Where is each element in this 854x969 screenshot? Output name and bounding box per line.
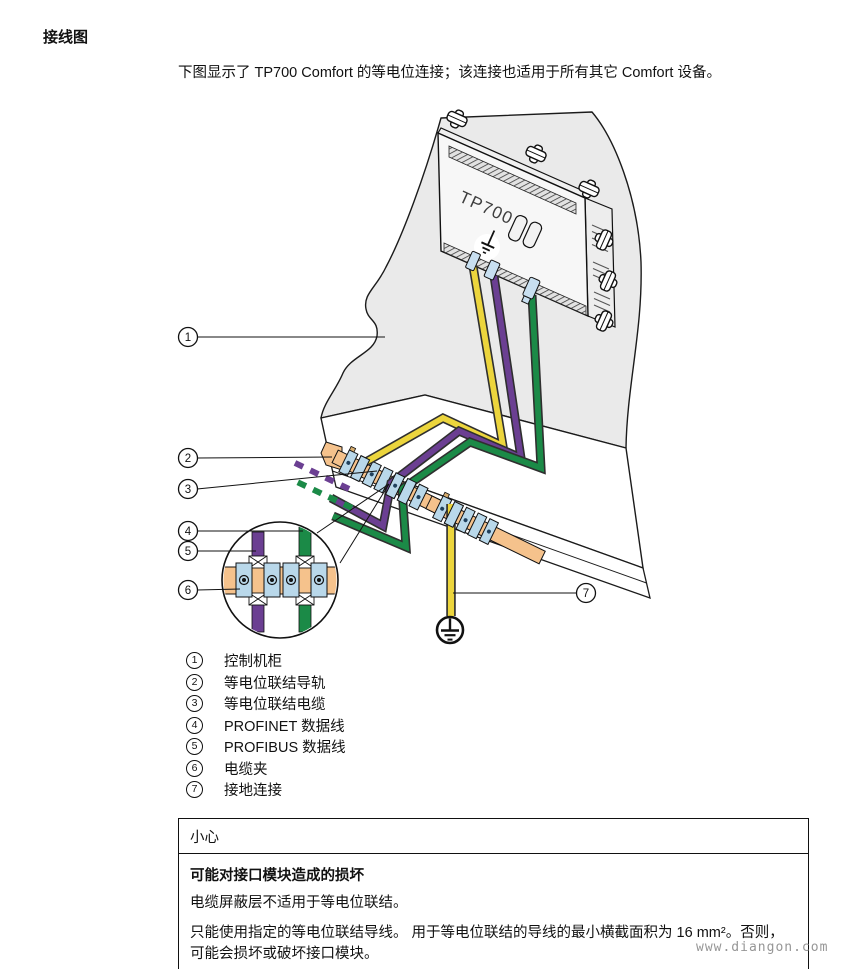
watermark: www.diangon.com	[696, 940, 829, 955]
tp700-device: TP700	[437, 106, 621, 335]
legend-label-4: PROFINET 数据线	[224, 718, 345, 735]
legend-item-4: 4 PROFINET 数据线	[186, 715, 346, 737]
caution-box: 小心 可能对接口模块造成的损坏 电缆屏蔽层不适用于等电位联结。 只能使用指定的等…	[178, 818, 809, 969]
svg-text:1: 1	[185, 332, 191, 344]
page-title: 接线图	[43, 29, 89, 46]
callout-3: 3	[177, 478, 199, 500]
callout-leader-lines	[196, 336, 576, 594]
caution-body: 可能对接口模块造成的损坏 电缆屏蔽层不适用于等电位联结。 只能使用指定的等电位联…	[179, 854, 808, 969]
legend-num-1: 1	[186, 652, 203, 670]
svg-text:6: 6	[185, 585, 191, 597]
legend-num-3: 3	[186, 695, 203, 713]
callout-4: 4	[177, 520, 199, 542]
rear-slots	[507, 214, 543, 249]
caution-title: 可能对接口模块造成的损坏	[190, 868, 364, 884]
caution-header: 小心	[179, 819, 808, 854]
legend-label-6: 电缆夹	[224, 761, 268, 778]
legend-num-6: 6	[186, 759, 203, 777]
legend-label-5: PROFIBUS 数据线	[224, 740, 346, 757]
svg-text:5: 5	[185, 546, 191, 558]
intro-text: 下图显示了 TP700 Comfort 的等电位连接；该连接也适用于所有其它 C…	[178, 65, 721, 81]
cable-profinet-green	[331, 294, 546, 555]
legend-num-5: 5	[186, 738, 203, 756]
earth-ground-icon	[435, 615, 465, 645]
callout-2: 2	[177, 447, 199, 469]
callout-bubbles: 1 2 3 4 5 6 7	[177, 326, 597, 604]
legend-item-3: 3 等电位联结电缆	[186, 693, 346, 715]
callout-7: 7	[575, 582, 597, 604]
legend-item-5: 5 PROFIBUS 数据线	[186, 736, 346, 758]
magnifier-line-2	[339, 483, 390, 564]
legend-label-7: 接地连接	[224, 783, 282, 800]
cable-profibus-purple	[328, 275, 527, 533]
svg-text:7: 7	[583, 588, 589, 600]
callout-5: 5	[177, 540, 199, 562]
legend-label-1: 控制机柜	[224, 654, 282, 671]
device-connectors	[465, 250, 541, 305]
callout-6: 6	[177, 579, 199, 601]
cable-ground-yellow	[361, 265, 509, 467]
cable-profinet-dashed	[291, 477, 354, 511]
svg-text:4: 4	[185, 526, 192, 538]
ground-mark-icon	[474, 230, 500, 260]
cable-clamps-front	[349, 455, 465, 528]
magnifier-line-1	[316, 483, 390, 534]
vent-grille	[449, 146, 576, 214]
legend-label-3: 等电位联结电缆	[224, 697, 326, 714]
svg-text:2: 2	[185, 453, 191, 465]
cable-profibus-dashed	[289, 458, 351, 492]
connector-strip	[444, 243, 586, 315]
legend-item-7: 7 接地连接	[186, 779, 346, 801]
legend-num-2: 2	[186, 673, 203, 691]
legend-num-4: 4	[186, 716, 203, 734]
legend-item-6: 6 电缆夹	[186, 758, 346, 780]
detail-circle-content	[223, 523, 337, 633]
callout-1: 1	[177, 326, 199, 348]
legend-item-2: 2 等电位联结导轨	[186, 672, 346, 694]
caution-line-2: 只能使用指定的等电位联结导线。 用于等电位联结的导线的最小横截面积为 16 mm…	[190, 925, 784, 963]
legend-num-7: 7	[186, 781, 203, 799]
legend-item-1: 1 控制机柜	[186, 650, 346, 672]
svg-text:3: 3	[185, 484, 191, 496]
legend: 1 控制机柜 2 等电位联结导轨 3 等电位联结电缆 4 PROFINET 数据线 5 P…	[186, 650, 346, 801]
legend-label-2: 等电位联结导轨	[224, 675, 326, 692]
caution-line-1: 电缆屏蔽层不适用于等电位联结。	[190, 895, 408, 911]
clamp-screws	[238, 574, 325, 586]
wiring-diagram: TP700	[177, 106, 651, 645]
